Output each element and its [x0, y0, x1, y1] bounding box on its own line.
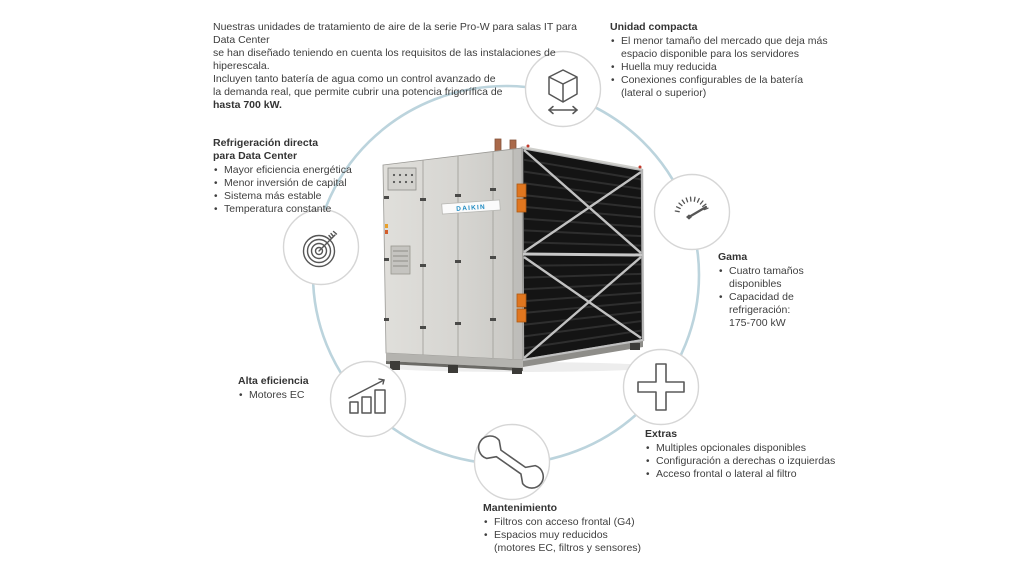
- feature-gama: Gama Cuatro tamaños disponiblesCapacidad…: [718, 251, 838, 330]
- feature-bullet-list: Cuatro tamaños disponiblesCapacidad de r…: [718, 265, 838, 330]
- bullet-item: Mayor eficiencia energética: [213, 164, 383, 177]
- feature-extras: Extras Multiples opcionales disponiblesC…: [645, 428, 875, 481]
- bullet-item: Capacidad de refrigeración: 175-700 kW: [718, 291, 838, 330]
- intro-paragraph: Nuestras unidades de tratamiento de aire…: [213, 21, 595, 112]
- gauge-icon: [653, 173, 731, 251]
- bullet-item: Temperatura constante: [213, 203, 383, 216]
- feature-bullet-list: Filtros con acceso frontal (G4)Espacios …: [483, 516, 693, 555]
- target-icon: [282, 208, 360, 286]
- intro-bold-text: hasta 700 kW.: [213, 99, 282, 111]
- feature-mantenimiento: Mantenimiento Filtros con acceso frontal…: [483, 502, 693, 555]
- air-handling-unit-image: DAIKIN: [380, 138, 656, 374]
- bullet-item: Acceso frontal o lateral al filtro: [645, 468, 875, 481]
- feature-bullet-list: Mayor eficiencia energéticaMenor inversi…: [213, 164, 383, 216]
- feature-bullet-list: Motores EC: [238, 389, 378, 402]
- bullet-item: Cuatro tamaños disponibles: [718, 265, 838, 291]
- bullet-item: Multiples opcionales disponibles: [645, 442, 875, 455]
- wrench-icon: [473, 423, 551, 501]
- bullet-item: Menor inversión de capital: [213, 177, 383, 190]
- plus-icon: [622, 348, 700, 426]
- feature-title: Unidad compacta: [610, 21, 698, 33]
- brand-label: DAIKIN: [456, 204, 486, 213]
- bullet-item: Configuración a derechas o izquierdas: [645, 455, 875, 468]
- intro-text: Nuestras unidades de tratamiento de aire…: [213, 21, 577, 98]
- bullet-item: Espacios muy reducidos (motores EC, filt…: [483, 529, 693, 555]
- bullet-item: Conexiones configurables de la batería (…: [610, 74, 870, 100]
- feature-unidad-compacta: Unidad compacta El menor tamaño del merc…: [610, 21, 870, 100]
- feature-title: Extras: [645, 428, 678, 440]
- feature-title: Alta eficiencia: [238, 375, 309, 387]
- feature-title: Gama: [718, 251, 748, 263]
- feature-bullet-list: Multiples opcionales disponiblesConfigur…: [645, 442, 875, 481]
- bullet-item: Huella muy reducida: [610, 61, 870, 74]
- feature-title: Refrigeración directa para Data Center: [213, 137, 319, 162]
- bullet-item: Sistema más estable: [213, 190, 383, 203]
- feature-bullet-list: El menor tamaño del mercado que deja más…: [610, 35, 870, 100]
- bullet-item: El menor tamaño del mercado que deja más…: [610, 35, 870, 61]
- bullet-item: Motores EC: [238, 389, 378, 402]
- compact-cube-icon: [524, 50, 602, 128]
- feature-alta-eficiencia: Alta eficiencia Motores EC: [238, 375, 378, 402]
- feature-title: Mantenimiento: [483, 502, 558, 514]
- feature-refrigeracion-directa: Refrigeración directa para Data Center M…: [213, 137, 383, 216]
- bullet-item: Filtros con acceso frontal (G4): [483, 516, 693, 529]
